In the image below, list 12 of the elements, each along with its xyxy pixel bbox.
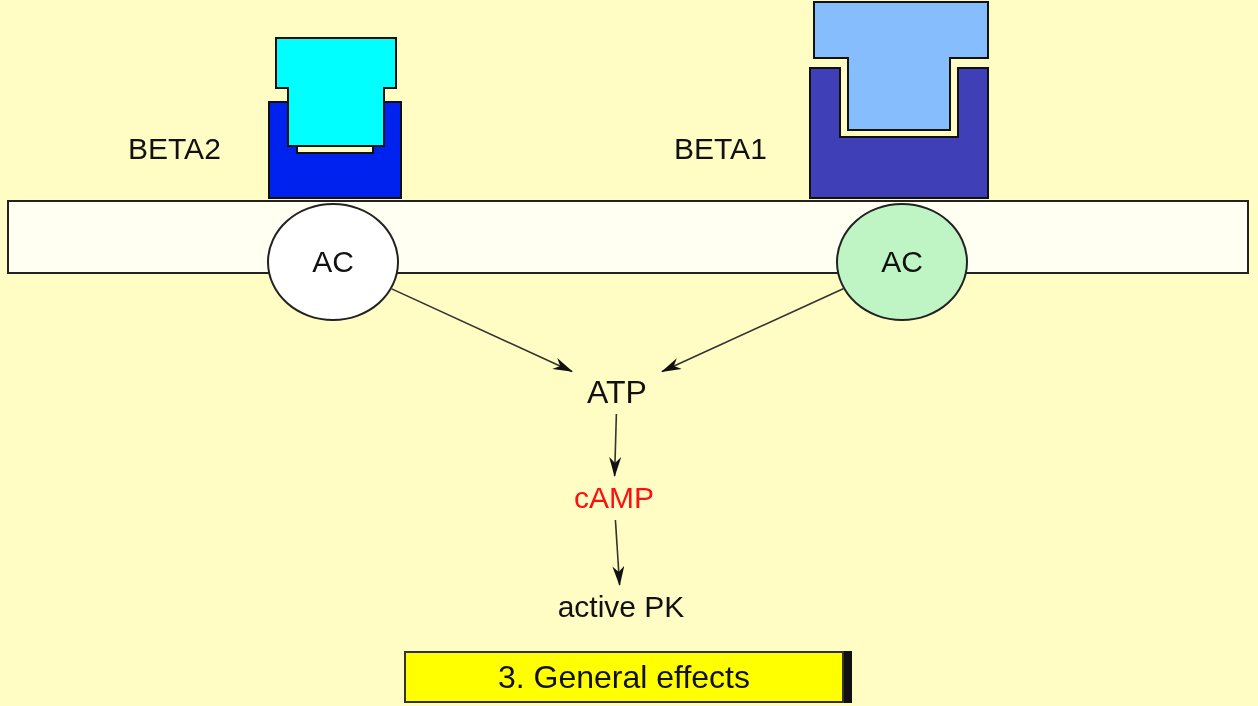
molecule-label: cAMP [574,481,654,515]
node-text: 3. General effects [498,658,750,696]
protein-label: active PK [557,590,685,624]
node-text: AC [881,245,923,279]
arrow [612,519,625,586]
arrow [390,288,573,373]
arrow [609,413,622,477]
receptor-label: BETA2 [128,132,221,166]
arrow [661,288,844,373]
molecule-label: ATP [587,373,647,411]
receptor-label: BETA1 [674,132,767,166]
node-text: AC [312,245,354,279]
